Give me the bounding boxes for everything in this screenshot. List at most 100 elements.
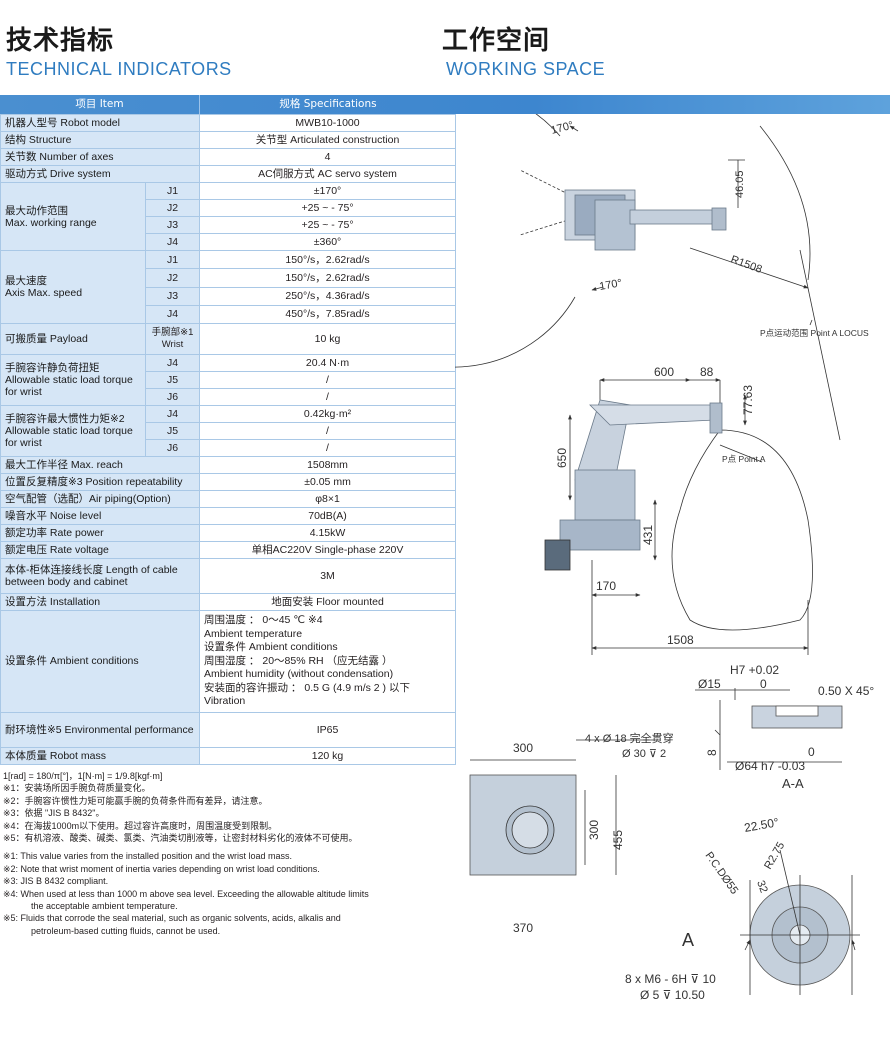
axis-cell: J1 [144, 182, 201, 200]
column-header-spec: 规格 Specifications [199, 95, 456, 114]
dim-text: 1508 [667, 633, 694, 647]
row-label: 位置反复精度※3 Position repeatability [0, 473, 201, 491]
row-label: 空气配管（选配）Air piping(Option) [0, 490, 201, 508]
row-value: 关节型 Articulated construction [199, 131, 457, 149]
flange-section [695, 688, 843, 770]
row-value: 150°/s，2.62rad/s [199, 268, 457, 288]
table-row: J4±360° [1, 233, 457, 251]
flange-front [740, 849, 860, 995]
axis-cell: J2 [144, 199, 201, 217]
dim-text: Ø15 [698, 677, 721, 691]
dim-text: R1508 [729, 254, 764, 276]
section-label: A-A [782, 776, 804, 791]
column-header-item: 项目 Item [75, 98, 124, 110]
row-label: 设置方法 Installation [0, 593, 201, 611]
side-view [544, 378, 813, 655]
row-label: 耐环境性※5 Environmental performance [0, 711, 201, 748]
row-value: ±0.05 mm [199, 473, 457, 491]
row-value: / [199, 439, 457, 457]
dim-text: 650 [555, 448, 569, 468]
row-value: / [199, 422, 457, 440]
technical-indicators-title-en: TECHNICAL INDICATORS [6, 59, 232, 79]
row-value: 地面安装 Floor mounted [199, 593, 457, 611]
row-value: 150°/s，2.62rad/s [199, 249, 457, 270]
row-value: +25 ~ - 75° [199, 199, 457, 217]
table-row: J6/ [1, 439, 457, 457]
dim-text: 46.05 [734, 170, 746, 198]
dim-text: 370 [513, 921, 533, 935]
axis-cell: J3 [144, 216, 201, 234]
axis-cell: J3 [144, 286, 201, 306]
dim-text: 22.50° [743, 815, 780, 835]
row-value: 120 kg [199, 746, 457, 765]
row-label: 额定功率 Rate power [0, 524, 201, 542]
row-value: / [199, 388, 457, 406]
axis-cell: J6 [144, 439, 201, 457]
axis-cell: J1 [144, 249, 201, 270]
footnotes: 1[rad] = 180/π[°]，1[N·m] = 1/9.8[kgf·m] … [3, 770, 453, 937]
axis-cell: J2 [144, 268, 201, 288]
hole-note: Ø 30 ⊽ 2 [622, 748, 666, 760]
working-space-drawing: 170° 170° 46.05 R1508 P点运动范围 Point A LOC… [455, 114, 874, 1002]
row-value: 单相AC220V Single-phase 220V [199, 541, 457, 559]
dim-text: H7 +0.02 [730, 663, 779, 677]
row-value: 450°/s，7.85rad/s [199, 304, 457, 325]
row-label: 最大工作半径 Max. reach [0, 456, 201, 474]
dim-text: 300 [513, 741, 533, 755]
row-label: 额定电压 Rate voltage [0, 541, 201, 559]
row-value: 4.15kW [199, 524, 457, 542]
row-label: 关节数 Number of axes [0, 148, 201, 166]
payload-label: 可搬质量 Payload [0, 323, 146, 355]
point-a-label: P点 Point A [722, 454, 766, 464]
dim-text: 170° [598, 277, 623, 293]
row-value: 250°/s，4.36rad/s [199, 286, 457, 306]
row-label: 噪音水平 Noise level [0, 507, 201, 525]
thread-note: 8 x M6 - 6H ⊽ 10 [625, 972, 716, 986]
units-note: 1[rad] = 180/π[°]，1[N·m] = 1/9.8[kgf·m] [3, 771, 163, 781]
dim-text: 0 [808, 745, 815, 759]
axis-cell: J5 [144, 371, 201, 389]
row-value: φ8×1 [199, 490, 457, 508]
dim-text: Ø64 h7 -0.03 [735, 759, 805, 773]
dim-text: 77.63 [741, 385, 755, 415]
view-label: A [682, 930, 694, 950]
row-value: 0.42kg·m² [199, 405, 457, 423]
axis-cell: J4 [144, 354, 201, 372]
row-value: IP65 [199, 711, 457, 748]
dim-text: R2.75 [762, 840, 787, 871]
dim-text: 600 [654, 365, 674, 379]
table-row: 设置条件 Ambient conditions 周围温度 ： 0～45 ℃ ※4… [0, 610, 457, 713]
table-row: 空气配管（选配）Air piping(Option)φ8×1 [0, 490, 457, 508]
dim-text: 0.50 X 45° [818, 684, 874, 698]
axis-cell: J4 [144, 405, 201, 423]
row-value: +25 ~ - 75° [199, 216, 457, 234]
row-value: 3M [199, 558, 457, 594]
axis-cell: J4 [144, 304, 201, 325]
row-value: ±170° [199, 182, 457, 200]
dim-text: 8 [705, 749, 719, 756]
row-label: 结构 Structure [0, 131, 201, 149]
axis-cell: J6 [144, 388, 201, 406]
row-label: 机器人型号 Robot model [0, 114, 201, 132]
row-value: 20.4 N·m [199, 354, 457, 372]
row-value: 10 kg [199, 323, 457, 355]
dim-text: 88 [700, 365, 714, 379]
